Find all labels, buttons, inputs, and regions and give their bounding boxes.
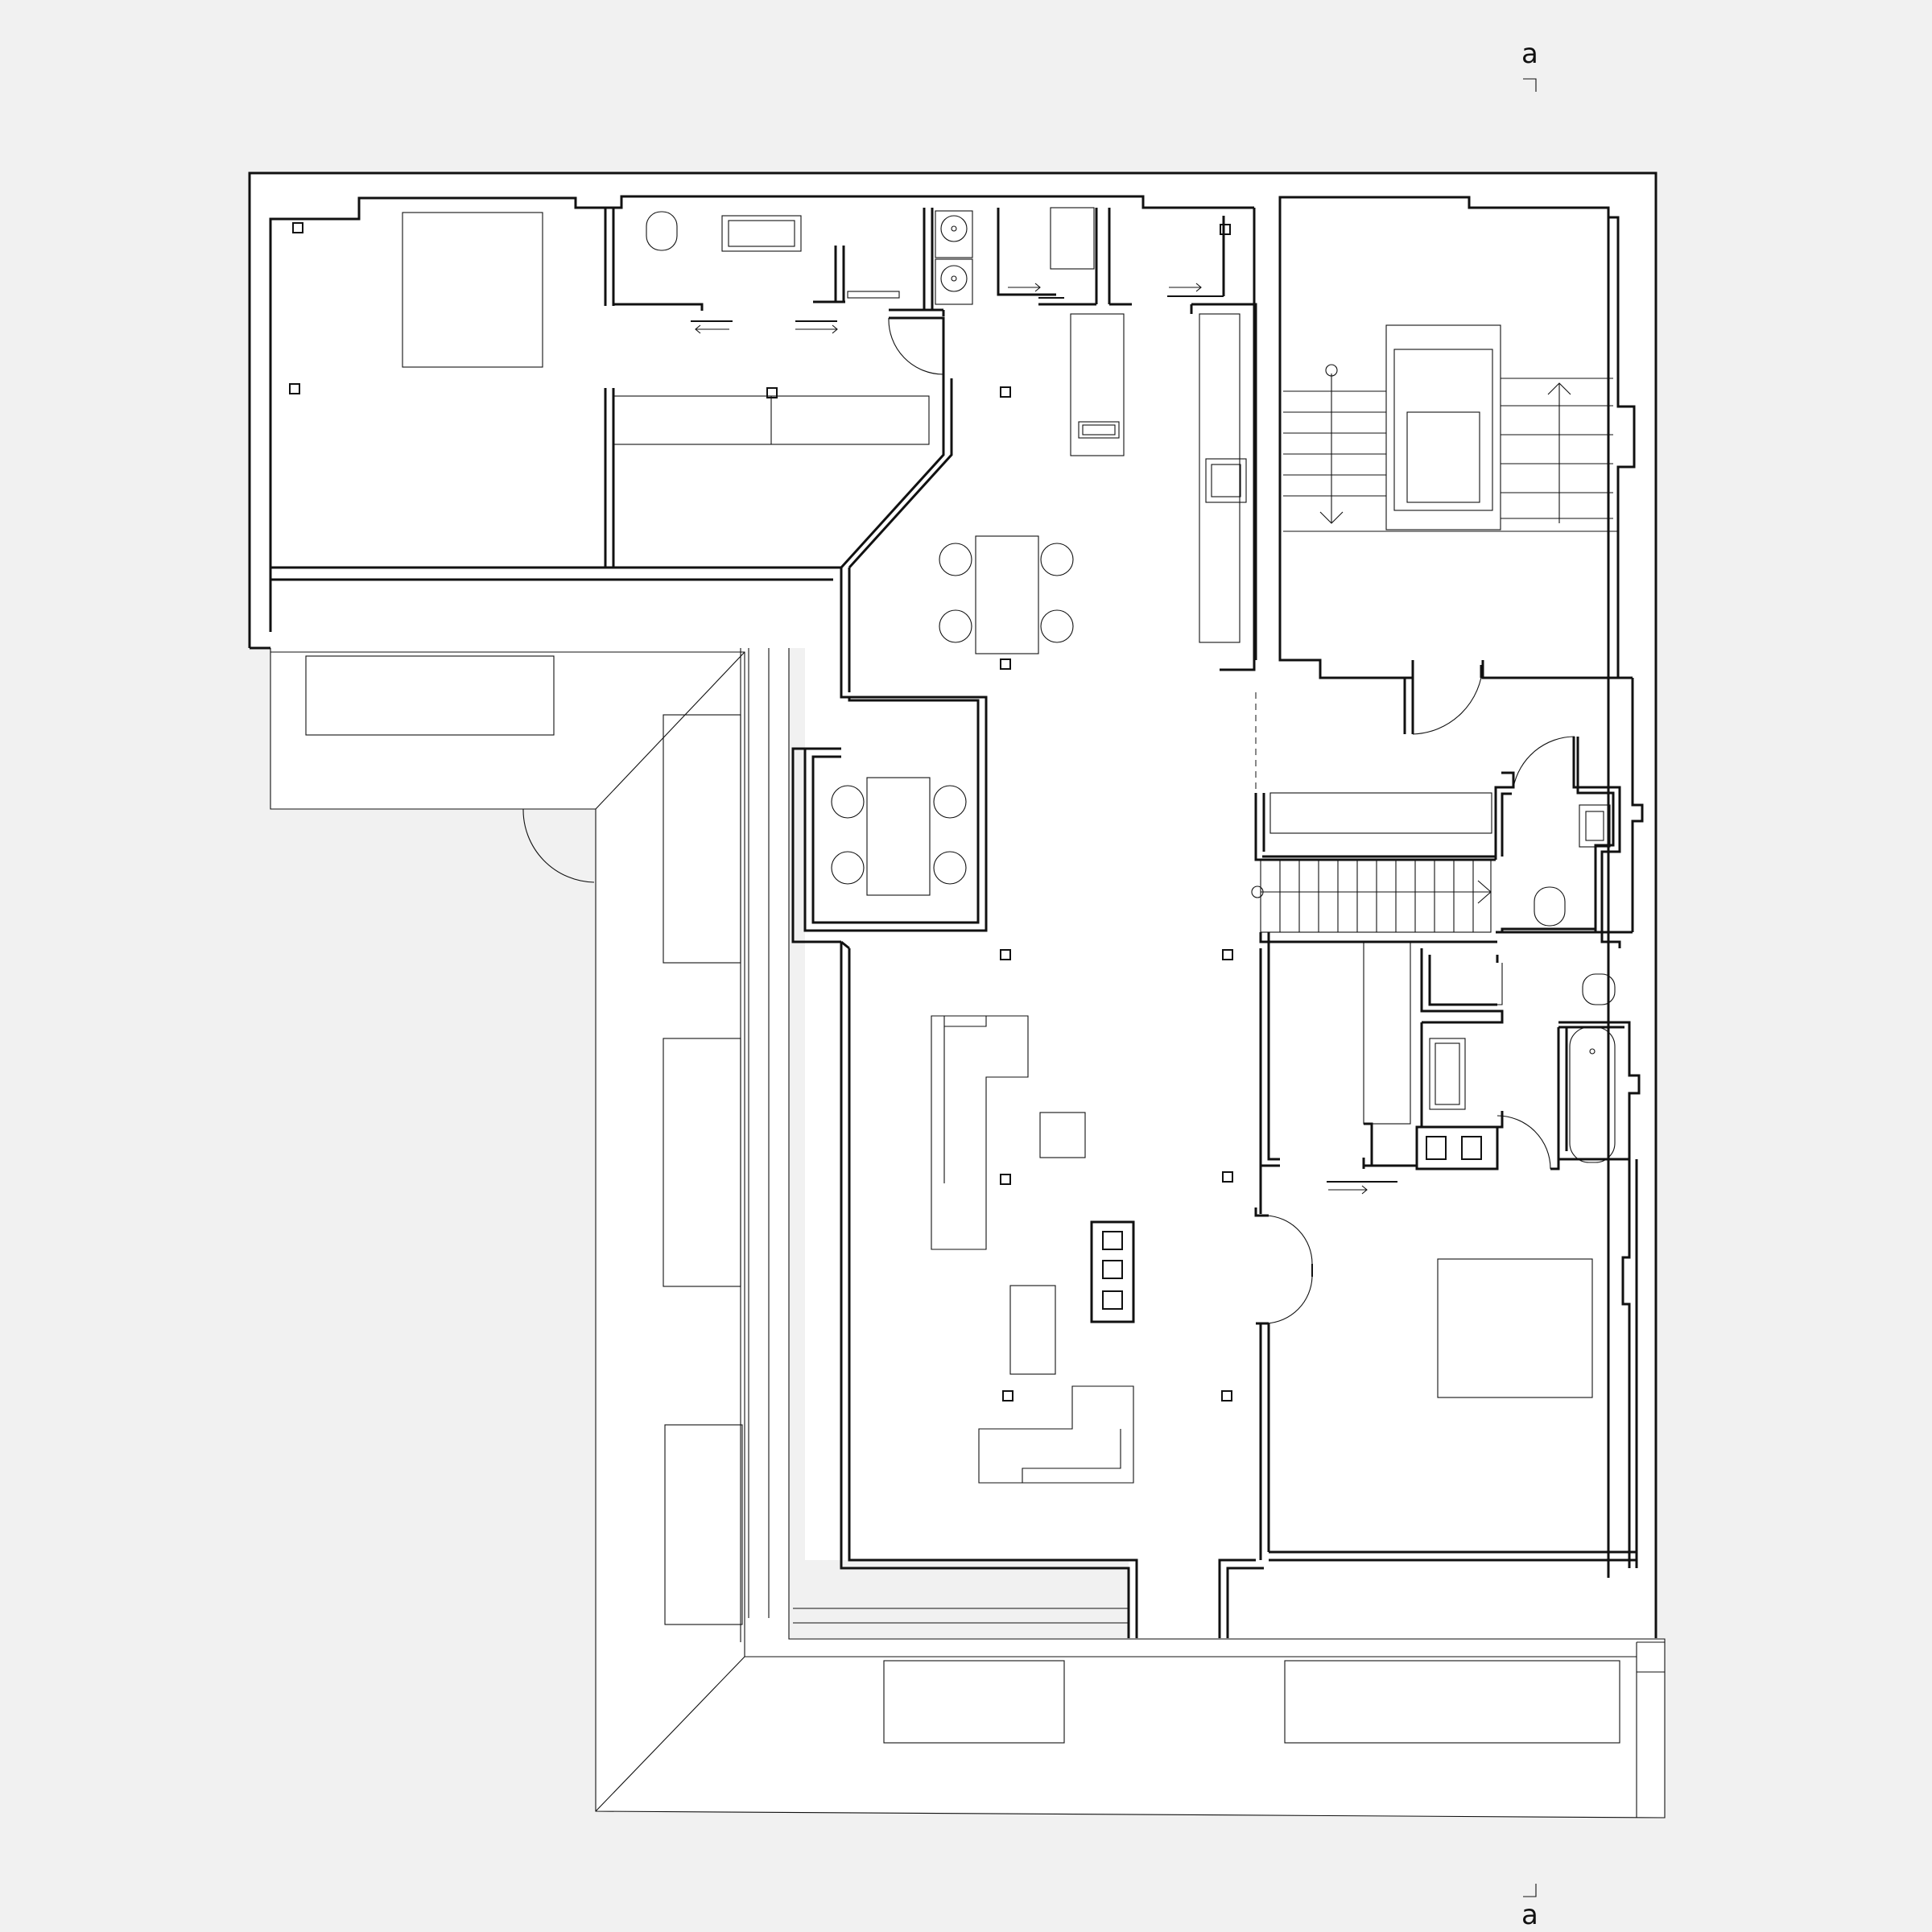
closet: [1050, 207, 1095, 270]
ottoman: [1009, 1285, 1056, 1375]
shower: [1429, 1038, 1466, 1110]
chair: [1040, 609, 1074, 643]
living-room: [840, 940, 1264, 1638]
section-mark-top-symbol: [1523, 78, 1537, 92]
section-mark-bottom-label: a: [1521, 1899, 1538, 1931]
bathtub-drain: [1589, 1048, 1596, 1055]
stair-well: [1385, 324, 1501, 530]
column: [1000, 658, 1011, 670]
kitchen-island: [1070, 313, 1125, 456]
door-swing: [1513, 736, 1575, 788]
planter: [1284, 1660, 1620, 1744]
chair: [831, 851, 865, 885]
sofa: [978, 1385, 1134, 1484]
toilet: [1534, 886, 1566, 927]
hall-cabinet: [1269, 792, 1492, 834]
dining-table: [866, 777, 931, 896]
column: [766, 387, 778, 398]
column: [1222, 1171, 1233, 1183]
entry-hall: [1254, 664, 1496, 861]
planter: [305, 655, 555, 736]
column: [1221, 1390, 1232, 1402]
washbasin: [935, 258, 973, 305]
section-mark-top-label: a: [1521, 38, 1538, 70]
stair-well-inner: [1393, 349, 1493, 511]
chair: [939, 543, 972, 576]
building-floor: [250, 173, 1656, 1638]
shower-tray: [847, 291, 900, 299]
column: [1002, 1390, 1013, 1402]
column: [1000, 1174, 1011, 1185]
dining-table: [975, 535, 1039, 654]
chair: [939, 609, 972, 643]
dining-alcove: [791, 692, 988, 943]
toilet: [1582, 973, 1616, 1005]
washbasin-bowl: [940, 215, 968, 242]
planter: [663, 1038, 741, 1287]
lift: [1406, 411, 1480, 503]
toilet: [646, 211, 678, 251]
washbasin-bowl: [940, 265, 968, 292]
column: [292, 222, 303, 233]
wardrobe: [1363, 941, 1411, 1125]
column: [1000, 949, 1011, 960]
planter: [663, 714, 741, 964]
bedroom-northwest: [269, 208, 930, 568]
bathroom-north: [613, 208, 973, 334]
stair-hall: [1220, 208, 1636, 679]
section-mark-bottom-symbol: [1523, 1884, 1537, 1897]
double-washbasin: [1415, 1125, 1499, 1170]
internal-stair: [1251, 859, 1492, 933]
bathtub: [721, 215, 802, 252]
bedroom-east: [1254, 948, 1638, 1568]
column: [289, 383, 300, 394]
kitchen-dining: [840, 303, 1257, 692]
chair: [1040, 543, 1074, 576]
washbasin: [935, 210, 973, 258]
column: [1220, 224, 1231, 235]
chair: [831, 785, 865, 819]
kitchen-counter: [1199, 313, 1241, 643]
bathtub-inner: [728, 220, 795, 247]
sofa: [931, 1015, 1029, 1250]
chair: [933, 785, 967, 819]
cooktop: [1078, 421, 1120, 439]
side-table: [1039, 1112, 1086, 1158]
sink: [1205, 458, 1247, 503]
door-swing: [1265, 1215, 1313, 1265]
speaker-stand: [1090, 1220, 1135, 1323]
planter: [664, 1424, 743, 1625]
column: [1222, 949, 1233, 960]
chair: [933, 851, 967, 885]
door-swing: [1496, 1115, 1551, 1170]
bathtub: [1569, 1026, 1616, 1163]
door-swing: [1265, 1276, 1313, 1324]
bed: [1437, 1258, 1593, 1398]
column: [1000, 386, 1011, 398]
bed: [402, 212, 543, 368]
door-swing: [888, 317, 944, 375]
bathroom-east: [1259, 932, 1641, 1195]
planter: [883, 1660, 1065, 1744]
closets-north: [997, 207, 1231, 306]
washbasin: [1579, 804, 1611, 848]
entry-door-swing: [1412, 664, 1484, 735]
terrace-door-swing: [522, 808, 595, 883]
stair-flight: [1260, 859, 1492, 933]
